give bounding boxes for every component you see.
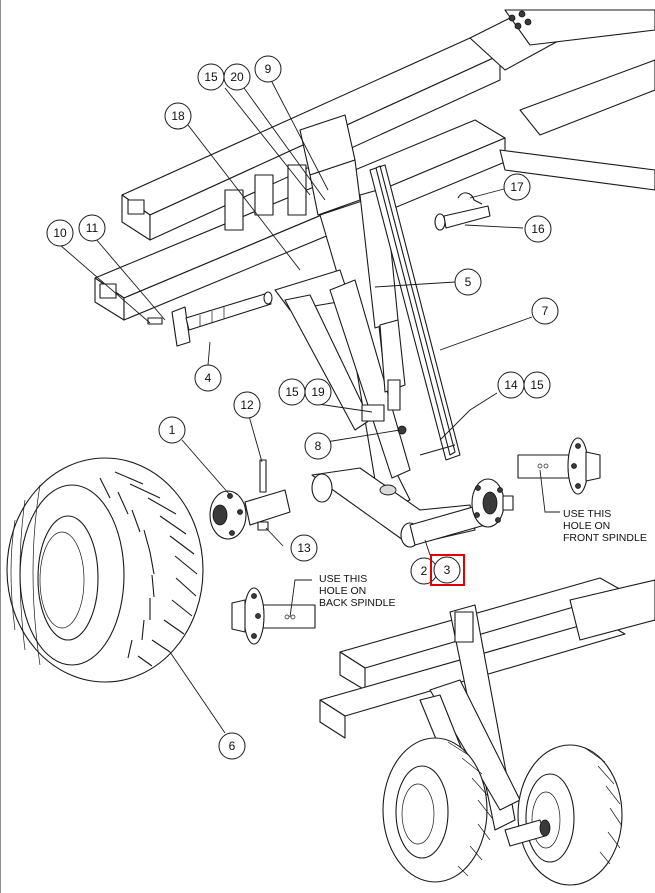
callout-15-right: 15: [523, 371, 551, 399]
callout-9: 9: [254, 55, 282, 83]
svg-text:9: 9: [265, 62, 272, 76]
svg-text:18: 18: [171, 109, 185, 123]
callout-14: 14: [497, 371, 525, 399]
leader-lines: [59, 81, 560, 734]
svg-text:BACK SPINDLE: BACK SPINDLE: [319, 597, 395, 609]
svg-text:15: 15: [204, 70, 218, 84]
callout-5: 5: [454, 268, 482, 296]
top-bolts: [508, 10, 532, 30]
tire-pair: [382, 737, 623, 886]
svg-text:FRONT SPINDLE: FRONT SPINDLE: [563, 532, 647, 544]
svg-text:14: 14: [504, 378, 518, 392]
back-spindle-note: USE THIS HOLE ON BACK SPINDLE: [319, 573, 395, 609]
callout-7: 7: [531, 297, 559, 325]
tire-large: [6, 457, 204, 683]
callout-11: 11: [78, 214, 106, 242]
callout-3-highlight-box: [430, 554, 465, 586]
callout-6: 6: [218, 732, 246, 760]
callout-8: 8: [304, 432, 332, 460]
callout-13: 13: [290, 534, 318, 562]
callout-18: 18: [164, 102, 192, 130]
svg-text:4: 4: [205, 371, 212, 385]
svg-text:7: 7: [542, 304, 549, 318]
callout-10: 10: [46, 219, 74, 247]
svg-text:15: 15: [285, 385, 299, 399]
svg-text:6: 6: [229, 739, 236, 753]
callout-15-middle: 15: [278, 378, 306, 406]
svg-text:3: 3: [444, 563, 451, 577]
callout-1: 1: [158, 416, 186, 444]
front-spindle-note: USE THIS HOLE ON FRONT SPINDLE: [563, 508, 647, 544]
svg-text:19: 19: [311, 385, 325, 399]
svg-text:15: 15: [530, 378, 544, 392]
back-spindle-detail: [231, 587, 316, 645]
svg-text:8: 8: [315, 439, 322, 453]
svg-text:HOLE ON: HOLE ON: [563, 520, 610, 532]
callout-12: 12: [233, 391, 261, 419]
svg-text:17: 17: [510, 180, 524, 194]
front-spindle-detail: [517, 437, 601, 495]
callout-19: 19: [304, 378, 332, 406]
left-hub: [209, 459, 291, 540]
hub-right: [471, 478, 514, 528]
svg-text:11: 11: [86, 221, 99, 235]
svg-text:2: 2: [421, 564, 428, 578]
svg-text:5: 5: [465, 275, 472, 289]
axle-pin: [147, 291, 273, 347]
svg-text:10: 10: [53, 226, 67, 240]
svg-text:USE THIS: USE THIS: [319, 573, 367, 585]
callout-3: 3: [433, 556, 461, 584]
svg-text:20: 20: [230, 70, 244, 84]
svg-text:13: 13: [297, 541, 311, 555]
callout-20: 20: [223, 63, 251, 91]
svg-text:HOLE ON: HOLE ON: [319, 585, 366, 597]
callout-17: 17: [503, 173, 531, 201]
pivot-arm-assembly: [274, 114, 514, 548]
lynch-pin: [434, 192, 491, 231]
callout-4: 4: [194, 364, 222, 392]
callout-15-upper: 15: [197, 63, 225, 91]
svg-text:1: 1: [169, 423, 176, 437]
assembled-view: [319, 577, 655, 886]
svg-text:12: 12: [240, 398, 254, 412]
svg-text:USE THIS: USE THIS: [563, 508, 611, 520]
callout-16: 16: [524, 215, 552, 243]
callout-2: 2: [410, 557, 438, 585]
svg-text:16: 16: [531, 222, 545, 236]
